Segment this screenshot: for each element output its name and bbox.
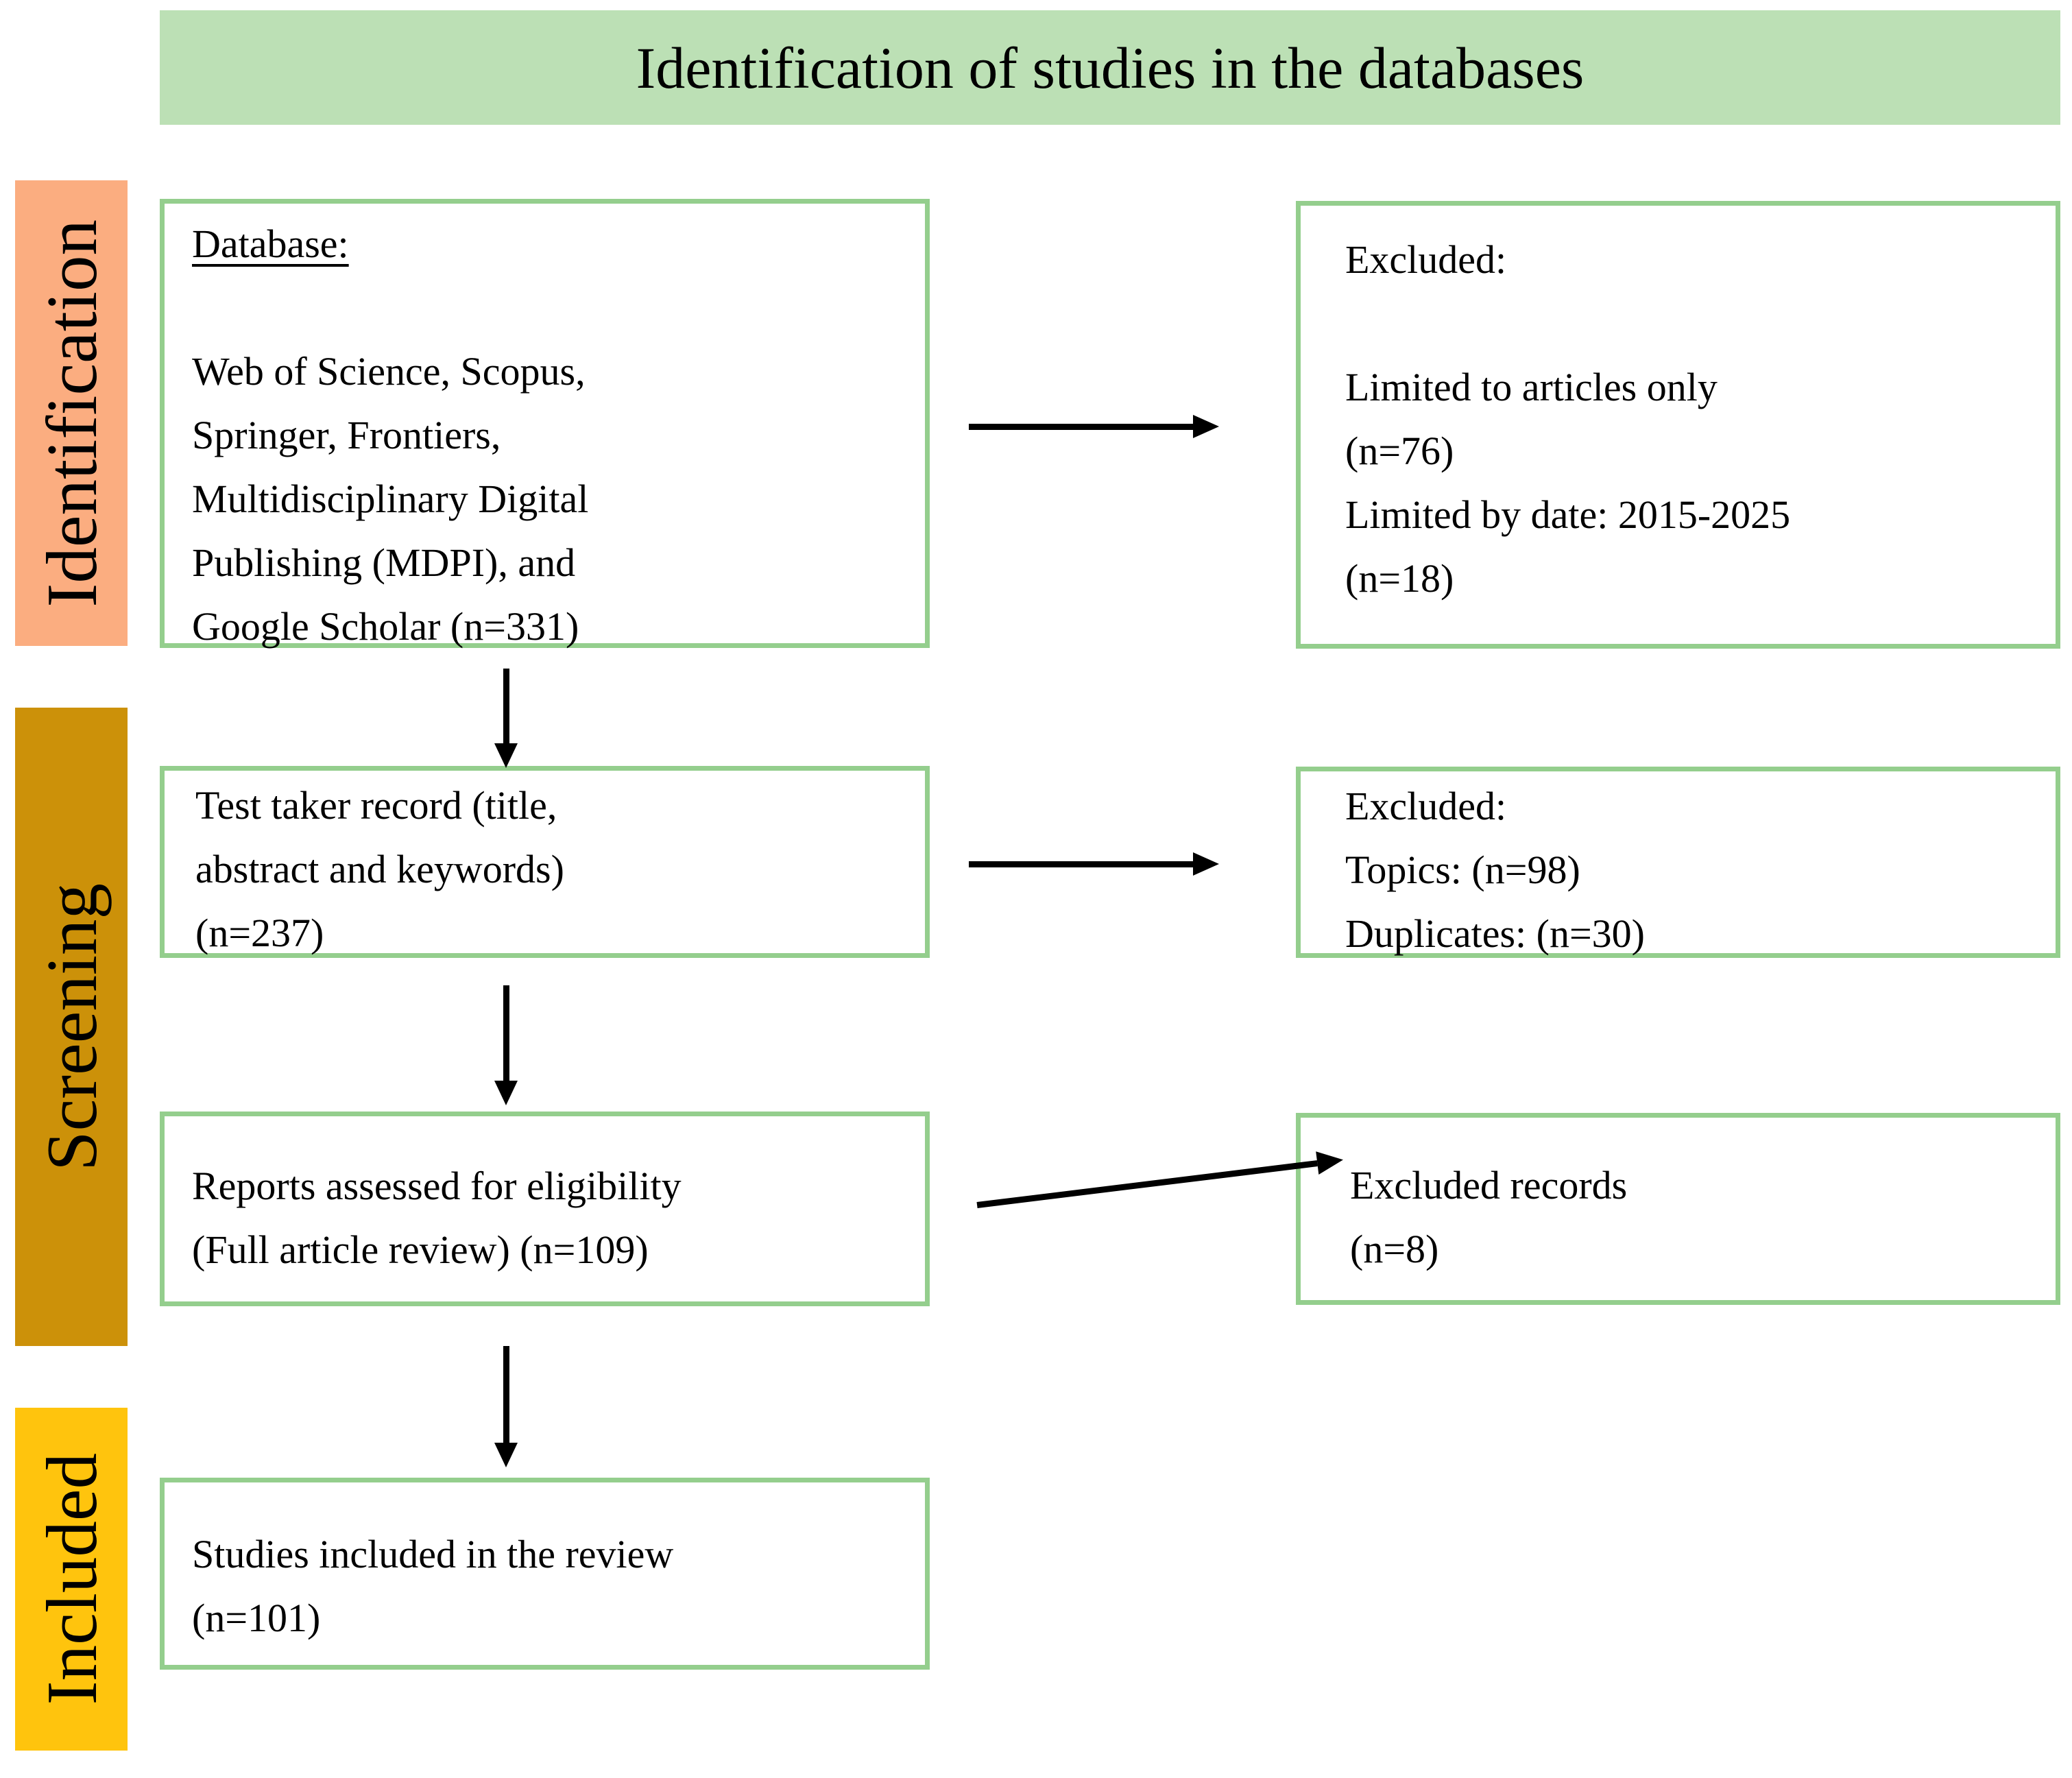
arrow-head — [1316, 1148, 1345, 1175]
box-excluded-identification-line: Limited to articles only — [1345, 365, 1718, 409]
arrow-shaft — [503, 1346, 509, 1443]
box-excluded-identification-line: (n=18) — [1345, 556, 1454, 601]
box-records-line: (n=237) — [195, 911, 324, 955]
arrow-head — [494, 743, 518, 768]
box-database-line: Springer, Frontiers, — [192, 413, 501, 457]
box-database-heading: Database: — [192, 221, 349, 266]
blank-line — [1345, 291, 2042, 355]
box-database-line: Multidisciplinary Digital — [192, 477, 589, 521]
box-database-line: Google Scholar (n=331) — [192, 604, 579, 649]
arrow-shaft — [969, 861, 1193, 867]
arrow-down-database-to-records — [494, 669, 518, 768]
arrow-right-reports-to-excluded — [976, 1148, 1345, 1216]
arrow-shaft — [969, 423, 1193, 430]
blank-line — [192, 276, 911, 339]
box-records-line: Test taker record (title, — [195, 783, 557, 828]
arrow-shaft — [503, 669, 509, 743]
arrow-head — [1193, 852, 1219, 876]
arrow-shaft — [976, 1160, 1318, 1208]
arrow-shaft — [503, 985, 509, 1081]
title-banner-text: Identification of studies in the databas… — [636, 34, 1585, 101]
box-records-line: abstract and keywords) — [195, 847, 564, 891]
arrow-right-database-to-excluded — [969, 415, 1219, 438]
box-excluded-records-line: Excluded: — [1345, 784, 1507, 828]
box-excluded-records-line: Duplicates: (n=30) — [1345, 911, 1645, 956]
box-database-line: Web of Science, Scopus, — [192, 349, 586, 394]
stage-label-screening: Screening — [31, 882, 112, 1171]
stage-band-included: Included — [15, 1408, 128, 1751]
box-excluded-identification: Excluded: Limited to articles only (n=76… — [1296, 201, 2060, 649]
stage-band-identification: Identification — [15, 180, 128, 646]
box-studies-included: Studies included in the review (n=101) — [160, 1478, 930, 1670]
box-database-line: Publishing (MDPI), and — [192, 540, 576, 585]
title-banner: Identification of studies in the databas… — [160, 10, 2060, 125]
stage-label-identification: Identification — [31, 219, 112, 608]
box-records-screened: Test taker record (title, abstract and k… — [160, 766, 930, 958]
arrow-head — [494, 1443, 518, 1467]
arrow-head — [494, 1081, 518, 1105]
arrow-down-records-to-reports — [494, 985, 518, 1105]
box-reports-line: (Full article review) (n=109) — [192, 1227, 649, 1272]
box-excluded-reports-line: Excluded records — [1350, 1163, 1628, 1208]
arrow-down-reports-to-included — [494, 1346, 518, 1467]
box-included-line: (n=101) — [192, 1596, 321, 1640]
arrow-head — [1193, 415, 1219, 438]
stage-label-included: Included — [31, 1453, 112, 1705]
box-reports-line: Reports assessed for eligibility — [192, 1164, 682, 1208]
box-excluded-identification-line: Limited by date: 2015-2025 — [1345, 492, 1791, 537]
box-excluded-identification-line: (n=76) — [1345, 429, 1454, 473]
box-excluded-records-line: Topics: (n=98) — [1345, 848, 1580, 892]
box-excluded-identification-heading: Excluded: — [1345, 237, 1507, 282]
box-database: Database: Web of Science, Scopus, Spring… — [160, 199, 930, 649]
box-excluded-reports-line: (n=8) — [1350, 1227, 1439, 1271]
box-excluded-records: Excluded: Topics: (n=98) Duplicates: (n=… — [1296, 767, 2060, 958]
box-excluded-reports: Excluded records (n=8) — [1296, 1113, 2060, 1305]
stage-band-screening: Screening — [15, 708, 128, 1346]
box-reports-assessed: Reports assessed for eligibility (Full a… — [160, 1112, 930, 1306]
arrow-right-records-to-excluded — [969, 852, 1219, 876]
box-included-line: Studies included in the review — [192, 1532, 674, 1576]
